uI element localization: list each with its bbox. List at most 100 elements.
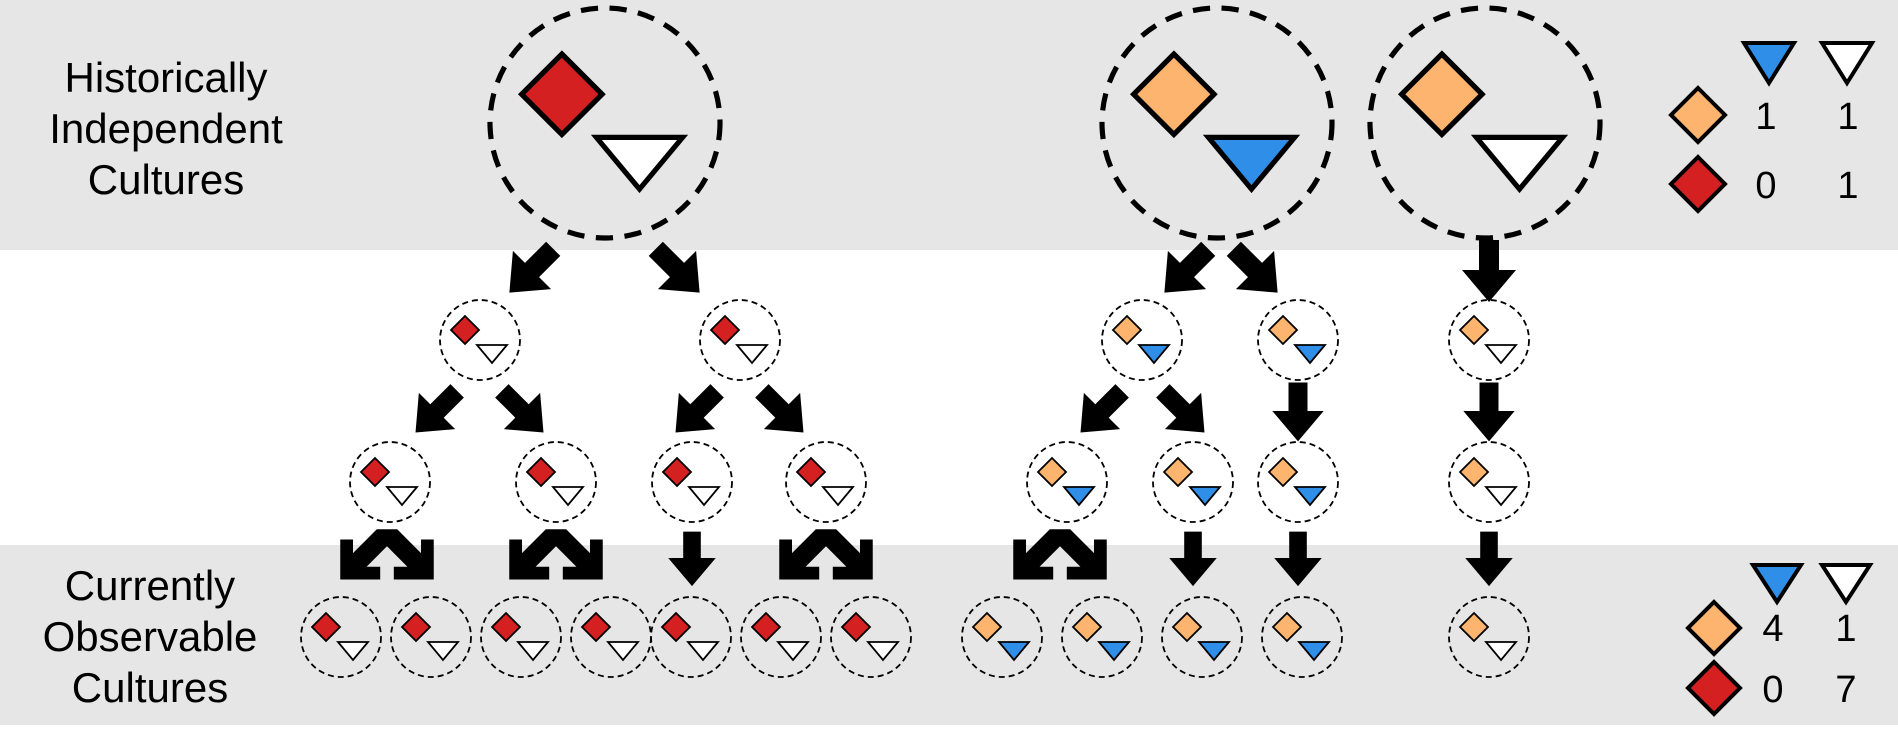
current-band	[0, 545, 1898, 725]
observable-culture-red-white	[300, 596, 382, 678]
blue-triangle-icon	[1297, 641, 1331, 662]
observable-culture-red-white	[480, 596, 562, 678]
arrow-icon	[1463, 382, 1515, 442]
red-diamond-icon	[661, 456, 693, 488]
dashed-circle-icon	[1061, 596, 1143, 678]
arrow-icon	[1272, 382, 1324, 442]
culture-node	[1026, 441, 1108, 523]
arrow-icon	[1062, 372, 1141, 451]
dashed-circle-icon	[830, 596, 912, 678]
dashed-circle-icon	[1099, 5, 1335, 241]
red-diamond-icon	[1668, 154, 1728, 214]
white-triangle-icon	[551, 486, 585, 507]
orange-diamond-icon	[1171, 611, 1203, 643]
historical-culture-orange-blue	[1099, 5, 1335, 241]
historical-band	[0, 0, 1898, 250]
white-triangle-icon	[426, 641, 460, 662]
culture-node	[1152, 441, 1234, 523]
dashed-circle-icon	[785, 441, 867, 523]
historical-count-table: 1 1 0 1	[1668, 41, 1876, 214]
orange-diamond-icon	[1685, 599, 1743, 657]
blue-triangle-icon	[1062, 486, 1096, 507]
dashed-circle-icon	[1026, 441, 1108, 523]
current-label-line-1: Currently	[65, 562, 235, 609]
white-triangle-icon	[590, 134, 689, 194]
red-diamond-icon	[580, 611, 612, 643]
white-triangle-icon	[687, 486, 721, 507]
blue-triangle-icon	[997, 641, 1031, 662]
historical-red-white-count: 1	[1837, 165, 1858, 207]
white-triangle-icon	[606, 641, 640, 662]
arrow-icon	[397, 372, 476, 451]
current-orange-blue-count: 4	[1762, 608, 1783, 650]
white-triangle-icon	[475, 344, 509, 365]
historical-label-line-3: Cultures	[88, 156, 244, 203]
orange-diamond-icon	[1162, 456, 1194, 488]
observable-culture-orange-blue	[1161, 596, 1243, 678]
historical-culture-red-white	[487, 5, 723, 241]
arrow-icon	[743, 372, 822, 451]
dashed-circle-icon	[390, 596, 472, 678]
orange-diamond-icon	[1267, 456, 1299, 488]
culture-node	[651, 441, 733, 523]
blue-triangle-icon	[1197, 641, 1231, 662]
blue-triangle-icon	[1188, 486, 1222, 507]
white-triangle-icon	[1818, 563, 1874, 606]
observable-culture-orange-blue	[1061, 596, 1143, 678]
white-triangle-icon	[776, 641, 810, 662]
culture-node	[1257, 441, 1339, 523]
white-triangle-icon	[1484, 486, 1518, 507]
historical-culture-orange-white	[1367, 5, 1603, 241]
observable-culture-orange-blue	[1261, 596, 1343, 678]
orange-diamond-icon	[1458, 456, 1490, 488]
dashed-circle-icon	[1257, 299, 1339, 381]
observable-culture-red-white	[650, 596, 732, 678]
dashed-circle-icon	[699, 299, 781, 381]
current-label: Currently Observable Cultures	[43, 562, 258, 711]
red-diamond-icon	[490, 611, 522, 643]
orange-diamond-icon	[1397, 50, 1486, 139]
red-diamond-icon	[750, 611, 782, 643]
observable-culture-orange-white	[1448, 596, 1530, 678]
historical-orange-blue-count: 1	[1755, 96, 1776, 138]
blue-triangle-icon	[1740, 41, 1798, 87]
culture-node	[1257, 299, 1339, 381]
red-diamond-icon	[660, 611, 692, 643]
white-triangle-icon	[1818, 41, 1876, 87]
dashed-circle-icon	[651, 441, 733, 523]
culture-node	[699, 299, 781, 381]
red-diamond-icon	[525, 456, 557, 488]
orange-diamond-icon	[971, 611, 1003, 643]
current-orange-white-count: 1	[1835, 608, 1856, 650]
dashed-circle-icon	[1448, 596, 1530, 678]
white-triangle-icon	[1484, 344, 1518, 365]
red-diamond-icon	[359, 456, 391, 488]
historical-label-line-1: Historically	[64, 54, 267, 101]
white-triangle-icon	[866, 641, 900, 662]
current-red-blue-count: 0	[1762, 669, 1783, 711]
red-diamond-icon	[709, 314, 741, 346]
observable-culture-orange-blue	[961, 596, 1043, 678]
observable-culture-red-white	[740, 596, 822, 678]
red-diamond-icon	[449, 314, 481, 346]
culture-nodes	[300, 5, 1603, 678]
dashed-circle-icon	[961, 596, 1043, 678]
white-triangle-icon	[735, 344, 769, 365]
white-triangle-icon	[516, 641, 550, 662]
blue-triangle-icon	[1749, 563, 1805, 606]
culture-node	[785, 441, 867, 523]
historical-label-line-2: Independent	[49, 105, 283, 152]
culture-node	[515, 441, 597, 523]
dashed-circle-icon	[1261, 596, 1343, 678]
white-triangle-icon	[1470, 134, 1569, 194]
dashed-circle-icon	[439, 299, 521, 381]
culture-node	[1448, 299, 1530, 381]
white-triangle-icon	[336, 641, 370, 662]
arrow-icon	[657, 372, 736, 451]
dashed-circle-icon	[1257, 441, 1339, 523]
orange-diamond-icon	[1267, 314, 1299, 346]
blue-triangle-icon	[1293, 344, 1327, 365]
arrow-icon	[1144, 372, 1223, 451]
